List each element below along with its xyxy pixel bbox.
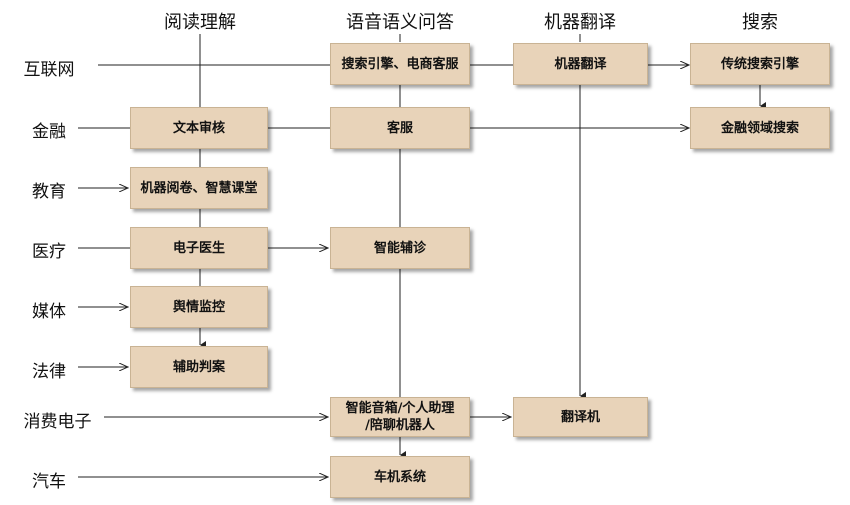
column-title-mt: 机器翻译 [544, 12, 616, 33]
box-finance-search: 金融领域搜索 [690, 107, 830, 149]
row-label-medical: 医疗 [32, 242, 66, 262]
box-customer-service: 客服 [330, 107, 470, 149]
box-smart-speaker-line2: /陪聊机器人 [365, 418, 435, 433]
row-label-finance: 金融 [32, 122, 66, 142]
row-label-internet: 互联网 [23, 60, 75, 80]
row-label-media: 媒体 [32, 302, 66, 322]
box-opinion-monitor: 舆情监控 [130, 286, 268, 328]
column-title-reading: 阅读理解 [164, 12, 236, 33]
box-assisted-judgment: 辅助判案 [130, 346, 268, 388]
box-grading-classroom: 机器阅卷、智慧课堂 [130, 167, 268, 209]
row-label-law: 法律 [32, 362, 66, 382]
box-e-doctor: 电子医生 [130, 227, 268, 269]
box-smart-speaker-line1: 智能音箱/个人助理 [345, 401, 455, 416]
row-label-consumer-electronics: 消费电子 [23, 412, 92, 432]
box-smart-diagnosis: 智能辅诊 [330, 227, 470, 269]
box-smart-speaker: 智能音箱/个人助理 /陪聊机器人 [330, 397, 470, 437]
row-label-education: 教育 [32, 182, 66, 202]
box-traditional-search: 传统搜索引擎 [690, 43, 830, 85]
box-car-system: 车机系统 [330, 456, 470, 498]
box-translator-device: 翻译机 [513, 397, 648, 437]
column-title-search: 搜索 [742, 12, 778, 33]
row-label-auto: 汽车 [32, 472, 66, 492]
box-machine-translation: 机器翻译 [513, 43, 648, 85]
box-search-engine-ecommerce: 搜索引擎、电商客服 [330, 43, 470, 85]
box-doc-review: 文本审核 [130, 107, 268, 149]
column-title-qa: 语音语义问答 [346, 12, 454, 33]
